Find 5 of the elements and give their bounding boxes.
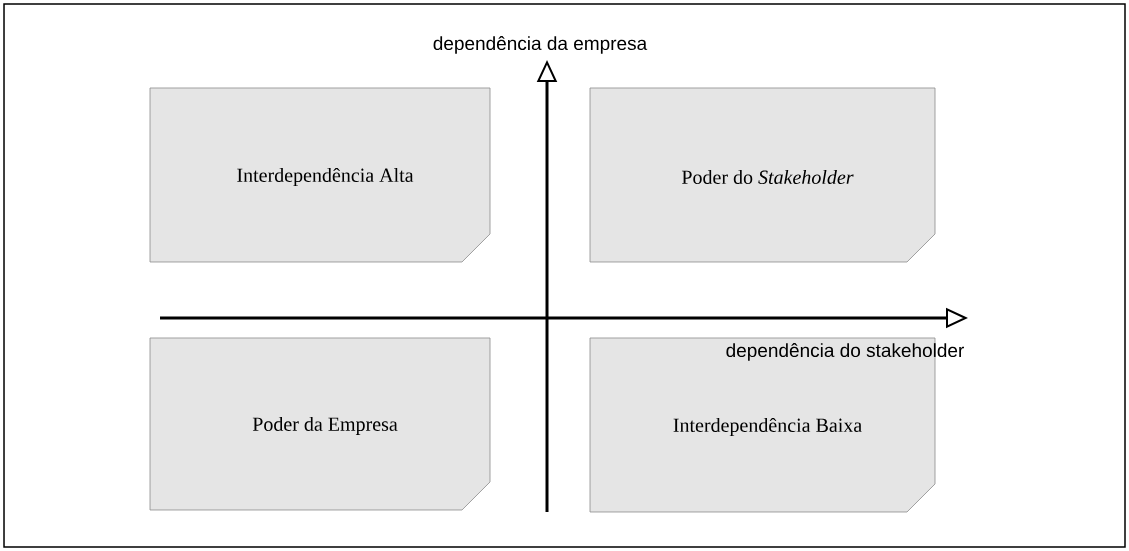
axis-label: dependência do stakeholder: [726, 343, 964, 361]
quadrant-card: Poder do Stakeholder: [589, 87, 936, 263]
quadrant-card: Poder da Empresa: [149, 337, 491, 511]
quadrant-card: Interdependência Alta: [149, 87, 491, 263]
axis-label: dependência da empresa: [433, 36, 648, 54]
